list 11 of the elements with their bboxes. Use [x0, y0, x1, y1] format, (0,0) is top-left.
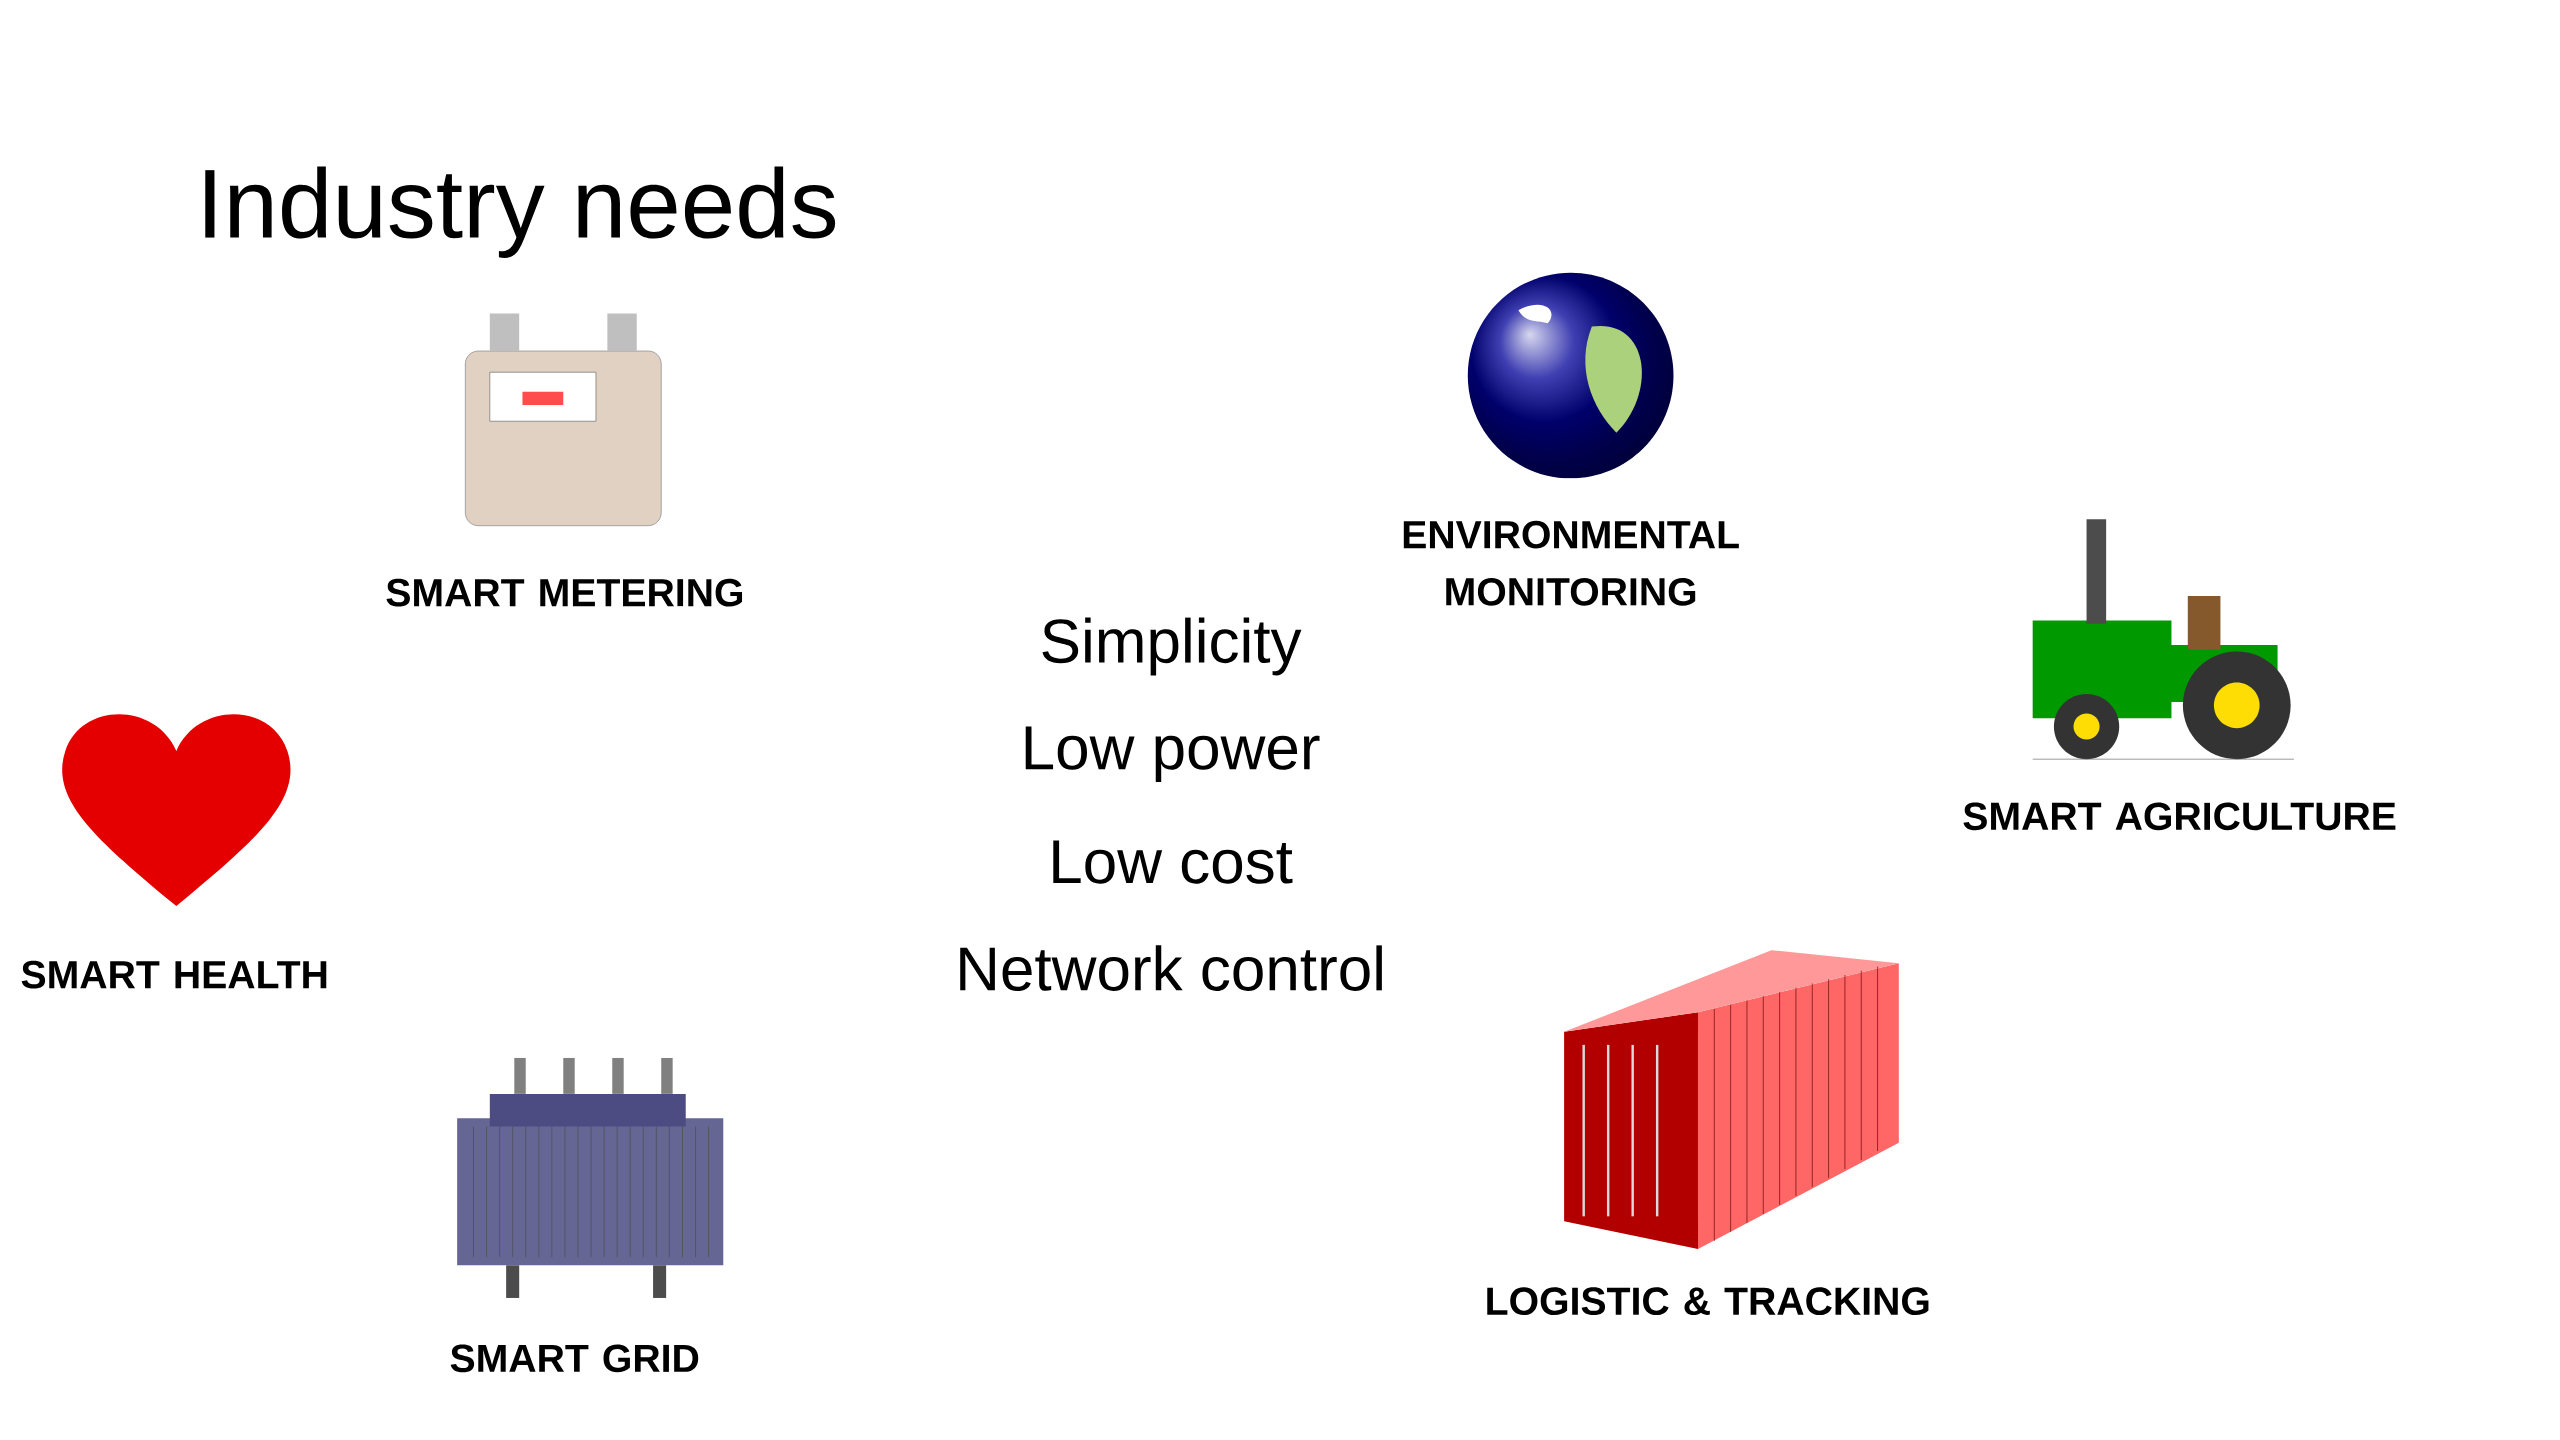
category-label: SMART HEALTH [21, 960, 327, 989]
category-label: SMART GRID [450, 1344, 699, 1373]
category-label: ENVIRONMENTAL MONITORING [1403, 520, 1739, 606]
category-label: SMART AGRICULTURE [1963, 802, 2396, 831]
requirement-text: Low cost [1053, 840, 1293, 884]
category-label: SMART METERING [386, 578, 743, 607]
requirement-text: Network control [960, 945, 1382, 991]
requirement-text: Simplicity [1042, 617, 1302, 676]
requirement-text: Low power [1025, 726, 1320, 783]
category-label: LOGISTIC & TRACKING [1487, 1287, 1929, 1316]
slide-title: Industry needs [205, 166, 836, 258]
